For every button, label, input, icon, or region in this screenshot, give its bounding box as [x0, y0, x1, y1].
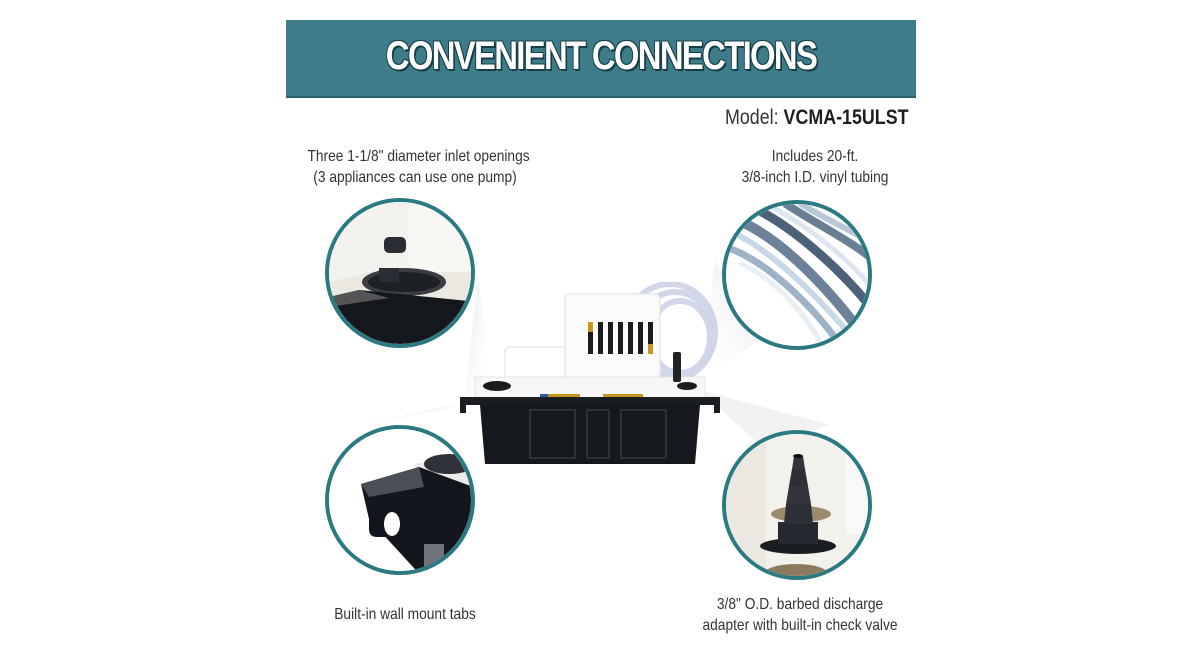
caption-inlet-line2: (3 appliances can use one pump) — [313, 169, 517, 186]
caption-mount-line1: Built-in wall mount tabs — [334, 606, 476, 623]
product-image-condensate-pump — [455, 282, 725, 472]
banner-title: CONVENIENT CONNECTIONS — [385, 34, 818, 78]
caption-mount: Built-in wall mount tabs — [315, 604, 496, 625]
title-banner: CONVENIENT CONNECTIONS — [286, 20, 916, 98]
discharge-adapter-closeup-image — [722, 430, 872, 580]
model-label: Model: VCMA-15ULST — [725, 106, 909, 130]
caption-inlet: Three 1-1/8" diameter inlet openings (3 … — [307, 146, 530, 188]
caption-discharge: 3/8" O.D. barbed discharge adapter with … — [697, 594, 903, 636]
caption-inlet-line1: Three 1-1/8" diameter inlet openings — [307, 148, 530, 165]
caption-tubing-line1: Includes 20-ft. — [771, 148, 859, 165]
model-prefix: Model: — [725, 106, 779, 129]
inlet-closeup-image — [325, 198, 475, 348]
caption-discharge-line2: adapter with built-in check valve — [702, 617, 898, 634]
mount-tab-closeup-image — [325, 425, 475, 575]
model-number: VCMA-15ULST — [783, 106, 909, 129]
caption-tubing-line2: 3/8-inch I.D. vinyl tubing — [741, 169, 889, 186]
tubing-closeup-image — [722, 200, 872, 350]
caption-discharge-line1: 3/8" O.D. barbed discharge — [716, 596, 884, 613]
caption-tubing: Includes 20-ft. 3/8-inch I.D. vinyl tubi… — [716, 146, 914, 188]
